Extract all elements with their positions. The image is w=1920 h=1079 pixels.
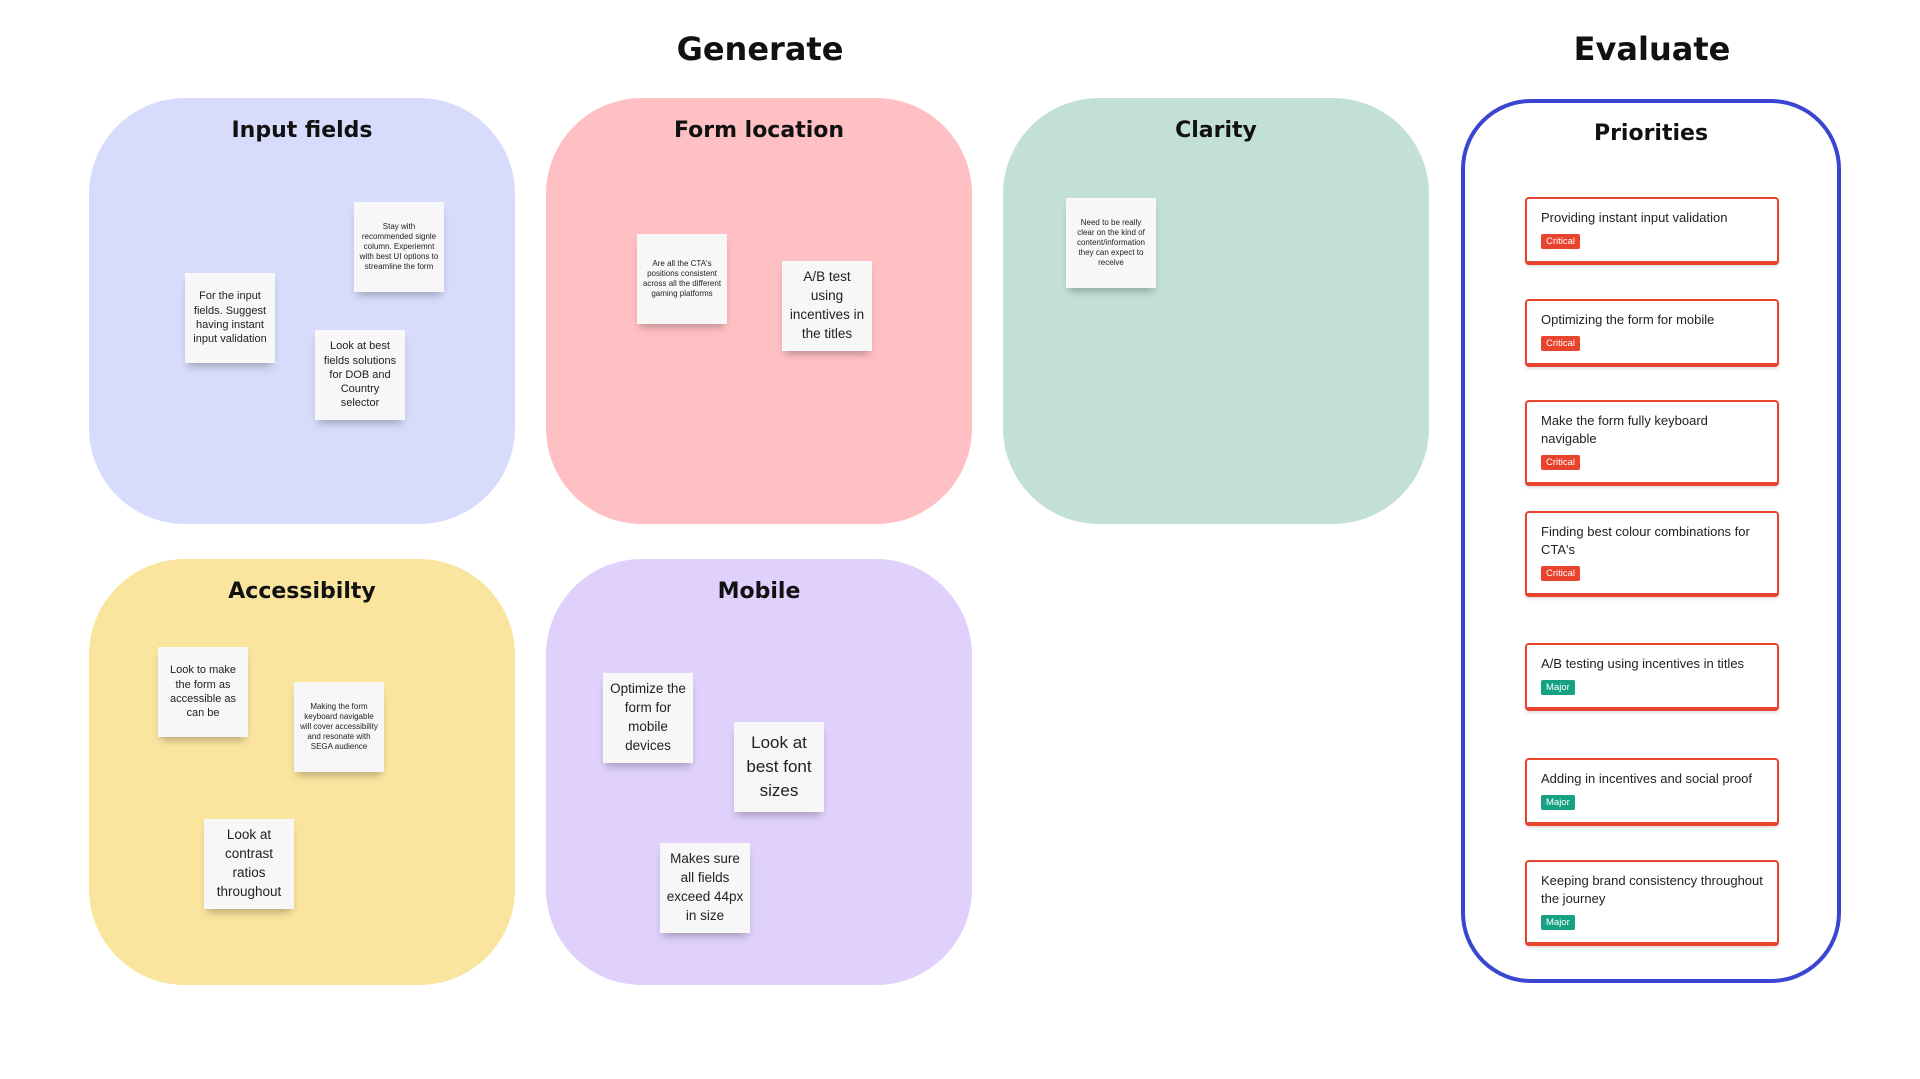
critical-tag: Critical — [1541, 455, 1581, 471]
sticky-note[interactable]: For the input fields. Suggest having ins… — [185, 273, 275, 363]
major-tag: Major — [1541, 680, 1575, 696]
priority-card[interactable]: Optimizing the form for mobile Critical — [1525, 299, 1779, 367]
priority-card-title: Keeping brand consistency throughout the… — [1541, 873, 1763, 907]
sticky-note[interactable]: Look at best fields solutions for DOB an… — [315, 330, 405, 420]
sticky-note[interactable]: Need to be really clear on the kind of c… — [1066, 198, 1156, 288]
priority-card[interactable]: Providing instant input validation Criti… — [1525, 197, 1779, 265]
priority-card-title: Optimizing the form for mobile — [1541, 312, 1715, 327]
priority-card[interactable]: Adding in incentives and social proof Ma… — [1525, 758, 1779, 826]
sticky-note[interactable]: Are all the CTA's positions consistent a… — [637, 234, 727, 324]
priority-card[interactable]: Keeping brand consistency throughout the… — [1525, 860, 1779, 946]
sticky-note[interactable]: A/B test using incentives in the titles — [782, 261, 872, 351]
cluster-input-fields[interactable]: Input fields Stay with recommended signl… — [89, 98, 515, 524]
critical-tag: Critical — [1541, 336, 1581, 352]
cluster-form-location[interactable]: Form location Are all the CTA's position… — [546, 98, 972, 524]
priority-card-title: Providing instant input validation — [1541, 210, 1728, 225]
priority-card-title: Finding best colour combinations for CTA… — [1541, 524, 1750, 558]
cluster-title: Accessibilty — [228, 579, 376, 604]
critical-tag: Critical — [1541, 566, 1581, 582]
generate-heading: Generate — [676, 30, 844, 68]
cluster-clarity[interactable]: Clarity Need to be really clear on the k… — [1003, 98, 1429, 524]
cluster-title: Mobile — [717, 579, 801, 604]
evaluate-heading: Evaluate — [1573, 30, 1731, 68]
major-tag: Major — [1541, 915, 1575, 931]
critical-tag: Critical — [1541, 234, 1581, 250]
priority-card[interactable]: Finding best colour combinations for CTA… — [1525, 511, 1779, 597]
sticky-note[interactable]: Look at contrast ratios throughout — [204, 819, 294, 909]
priority-card-title: A/B testing using incentives in titles — [1541, 656, 1745, 671]
priorities-title: Priorities — [1593, 121, 1709, 146]
sticky-note[interactable]: Makes sure all fields exceed 44px in siz… — [660, 843, 750, 933]
cluster-title: Clarity — [1175, 118, 1257, 143]
sticky-note[interactable]: Optimize the form for mobile devices — [603, 673, 693, 763]
cluster-title: Form location — [673, 118, 845, 143]
sticky-note[interactable]: Making the form keyboard navigable will … — [294, 682, 384, 772]
major-tag: Major — [1541, 795, 1575, 811]
cluster-title: Input fields — [231, 118, 373, 143]
cluster-mobile[interactable]: Mobile Optimize the form for mobile devi… — [546, 559, 972, 985]
priority-card-title: Adding in incentives and social proof — [1541, 771, 1753, 786]
sticky-note[interactable]: Look at best font sizes — [734, 722, 824, 812]
sticky-note[interactable]: Stay with recommended signle column. Exp… — [354, 202, 444, 292]
priority-card[interactable]: A/B testing using incentives in titles M… — [1525, 643, 1779, 711]
priority-card-title: Make the form fully keyboard navigable — [1541, 413, 1708, 447]
cluster-accessibility[interactable]: Accessibilty Look to make the form as ac… — [89, 559, 515, 985]
priority-card[interactable]: Make the form fully keyboard navigable C… — [1525, 400, 1779, 486]
sticky-note[interactable]: Look to make the form as accessible as c… — [158, 647, 248, 737]
priorities-frame[interactable]: Priorities Providing instant input valid… — [1461, 99, 1841, 983]
